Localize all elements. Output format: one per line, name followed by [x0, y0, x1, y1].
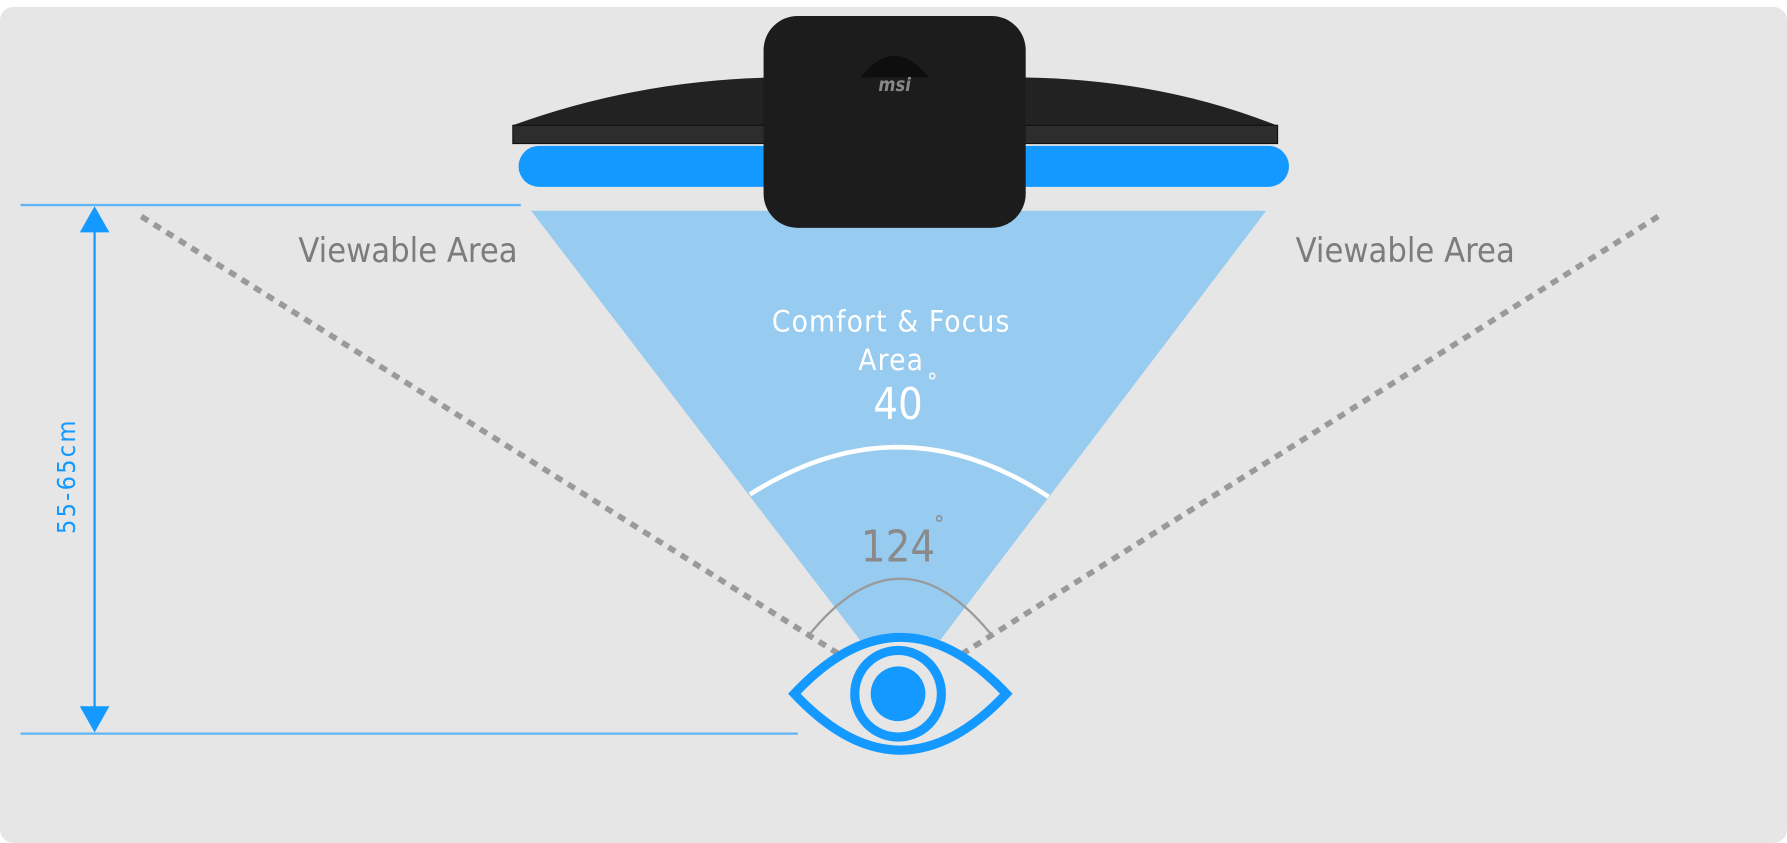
comfort-focus-cone [531, 210, 1267, 693]
viewable-area-right-label: Viewable Area [1296, 231, 1515, 271]
viewable-boundary-left [139, 214, 902, 696]
comfort-angle-degree: ° [927, 370, 937, 396]
distance-label: 55-65cm [52, 418, 81, 534]
comfort-area-label-line2: Area [858, 343, 924, 377]
viewable-area-left-label: Viewable Area [298, 231, 517, 271]
viewable-boundary-right [898, 214, 1660, 696]
monitor-top-view-icon: msi [512, 15, 1289, 228]
arrow-down-icon [79, 706, 110, 733]
wide-angle-arc [809, 577, 992, 635]
wide-angle-degree: ° [934, 512, 944, 538]
comfort-angle-value: 40 [873, 380, 923, 430]
msi-logo: msi [878, 75, 911, 96]
comfort-area-label-line1: Comfort & Focus [772, 305, 1011, 339]
comfort-angle-arc [748, 444, 1050, 499]
wide-angle-value: 124 [861, 523, 935, 573]
eye-icon [788, 633, 1013, 755]
arrow-up-icon [79, 206, 110, 233]
